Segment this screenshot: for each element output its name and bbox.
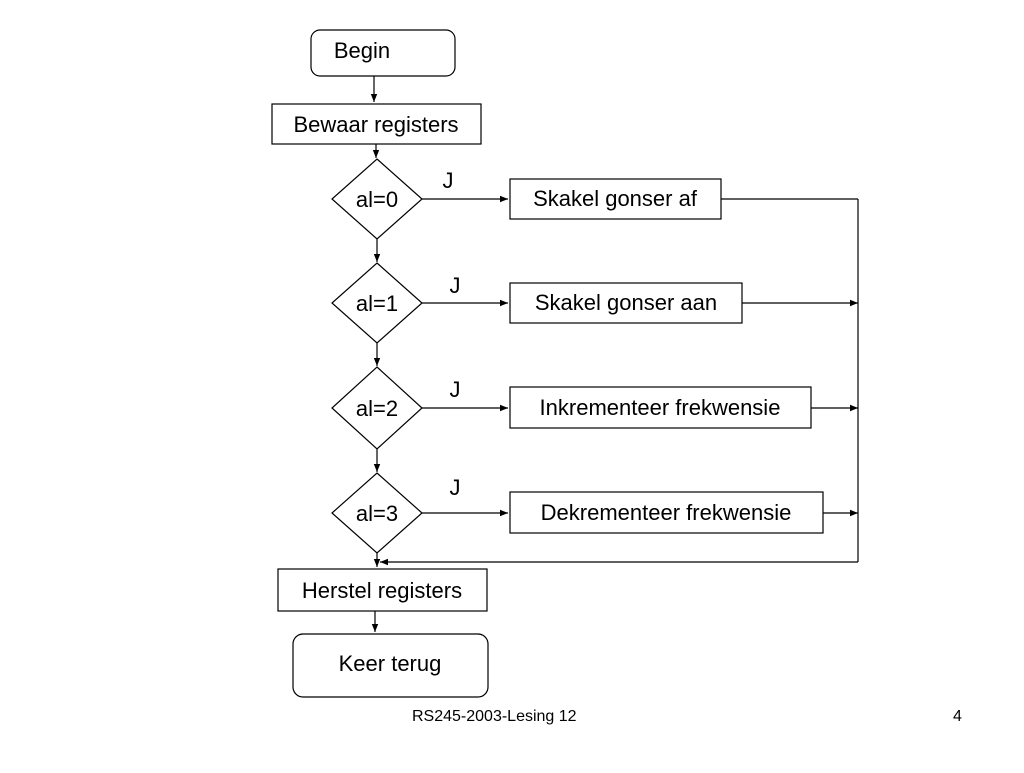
end-terminator: Keer terug — [292, 633, 489, 698]
decision-3-condition: al=3 — [356, 501, 398, 526]
footer-title: RS245-2003-Lesing 12 — [412, 708, 577, 725]
decision-0-condition: al=0 — [356, 187, 398, 212]
save-registers-process: Bewaar registers — [271, 103, 482, 145]
yes-label-0: J — [443, 168, 454, 193]
action-3-label: Dekrementeer frekwensie — [541, 500, 792, 525]
yes-label-3: J — [450, 475, 461, 500]
decision-al-1: al=1 — [331, 262, 423, 344]
yes-label-2: J — [450, 377, 461, 402]
decision-2-condition: al=2 — [356, 396, 398, 421]
decision-al-0: al=0 — [331, 158, 423, 240]
action-dekrementeer-frekwensie: Dekrementeer frekwensie — [509, 491, 824, 534]
action-skakel-gonser-aan: Skakel gonser aan — [509, 282, 743, 324]
action-inkrementeer-frekwensie: Inkrementeer frekwensie — [509, 386, 812, 429]
start-label: Begin — [334, 38, 390, 63]
page-number: 4 — [953, 708, 962, 725]
decision-1-condition: al=1 — [356, 291, 398, 316]
action-0-label: Skakel gonser af — [533, 186, 698, 211]
decision-al-2: al=2 — [331, 366, 423, 450]
start-terminator: Begin — [310, 29, 456, 77]
yes-label-1: J — [450, 273, 461, 298]
restore-registers-process: Herstel registers — [277, 568, 488, 612]
restore-registers-label: Herstel registers — [302, 578, 462, 603]
action-skakel-gonser-af: Skakel gonser af — [509, 178, 722, 220]
decision-al-3: al=3 — [331, 472, 423, 554]
action-1-label: Skakel gonser aan — [535, 290, 717, 315]
end-label: Keer terug — [339, 651, 442, 676]
save-registers-label: Bewaar registers — [293, 112, 458, 137]
action-2-label: Inkrementeer frekwensie — [540, 395, 781, 420]
